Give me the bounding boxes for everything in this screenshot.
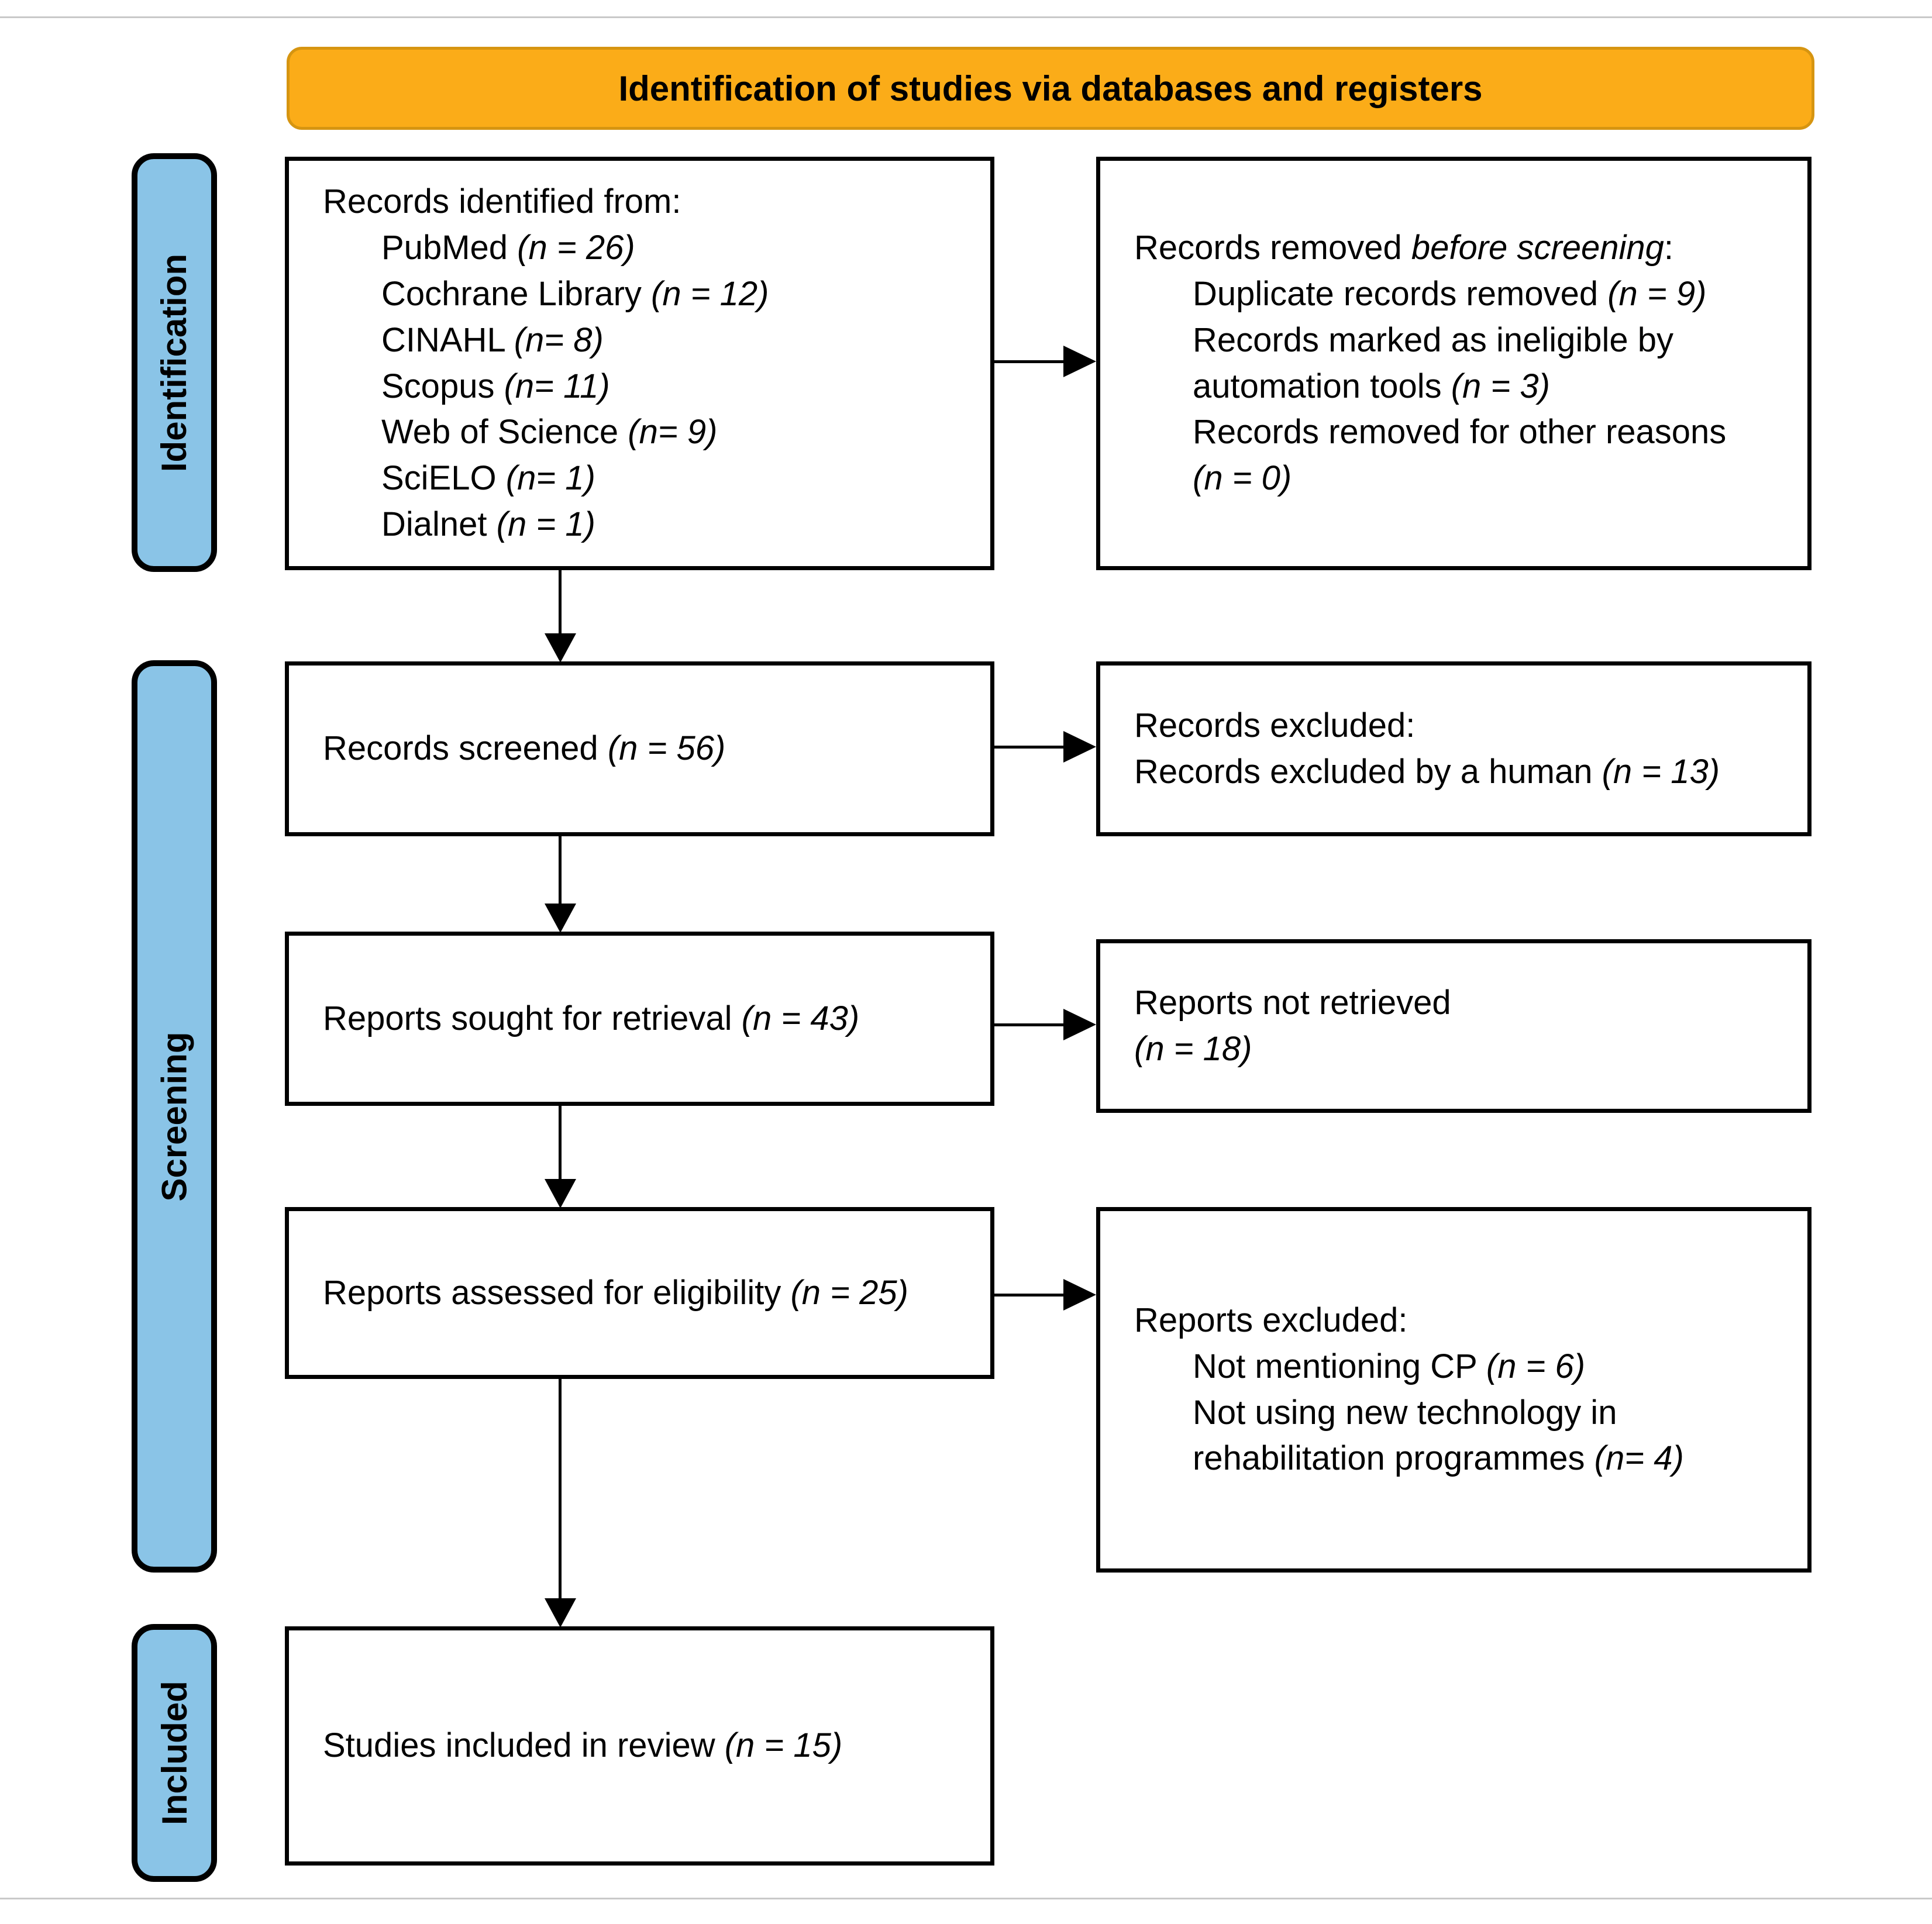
text-line: Reports sought for retrieval (n = 43) [323, 999, 860, 1037]
text-line: Duplicate records removed (n = 9) [1193, 274, 1707, 313]
arrow-head-down-icon [545, 904, 576, 933]
box-reports-sought-for-retrieval: Reports sought for retrieval (n = 43) [285, 932, 994, 1106]
text-line: CINAHL (n= 8) [381, 320, 604, 359]
arrow-shaft [559, 1106, 562, 1181]
text-line: Records marked as ineligible by [1193, 320, 1674, 359]
box-reports-not-retrieved: Reports not retrieved (n = 18) [1096, 939, 1812, 1113]
stage-label-identification: Identification [132, 153, 217, 572]
arrow-shaft [559, 836, 562, 905]
arrow-head-right-icon [1063, 1279, 1096, 1311]
text-line: Cochrane Library (n = 12) [381, 274, 769, 313]
text-line: Records screened (n = 56) [323, 729, 726, 768]
arrow-head-right-icon [1063, 731, 1096, 763]
text-line: Studies included in review (n = 15) [323, 1726, 843, 1765]
arrow-head-right-icon [1063, 1009, 1096, 1040]
text-line: Records removed for other reasons [1193, 413, 1727, 451]
box-records-excluded: Records excluded: Records excluded by a h… [1096, 661, 1812, 836]
box-records-removed-before-screening: Records removed before screening: Duplica… [1096, 157, 1812, 570]
arrow-shaft [559, 570, 562, 636]
arrow-head-down-icon [545, 1179, 576, 1208]
text-line: SciELO (n= 1) [381, 459, 595, 498]
text-line: Not mentioning CP (n = 6) [1193, 1347, 1586, 1385]
banner-title: Identification of studies via databases … [618, 68, 1483, 108]
text-line: Records identified from: [323, 182, 681, 220]
arrow-shaft [994, 1294, 1067, 1297]
text-line: Scopus (n= 11) [381, 367, 610, 405]
arrow-shaft [994, 1023, 1067, 1026]
arrow-shaft [994, 746, 1067, 749]
arrow-head-right-icon [1063, 346, 1096, 377]
arrow-shaft [994, 360, 1067, 363]
text-line: Records removed before screening: [1134, 228, 1674, 267]
text-line: Dialnet (n = 1) [381, 505, 595, 544]
text-line: Reports assessed for eligibility (n = 25… [323, 1273, 908, 1312]
text-line: Web of Science (n= 9) [381, 413, 718, 451]
text-line: (n = 0) [1193, 459, 1292, 498]
box-reports-excluded: Reports excluded: Not mentioning CP (n = … [1096, 1207, 1812, 1573]
box-reports-assessed-for-eligibility: Reports assessed for eligibility (n = 25… [285, 1207, 994, 1379]
text-line: rehabilitation programmes (n= 4) [1193, 1439, 1684, 1478]
arrow-head-down-icon [545, 1598, 576, 1628]
text-line: Reports not retrieved [1134, 983, 1451, 1022]
text-line: PubMed (n = 26) [381, 228, 635, 267]
stage-label-screening: Screening [132, 660, 217, 1573]
stage-label-included: Included [132, 1624, 217, 1882]
text-line: Records excluded by a human (n = 13) [1134, 752, 1720, 791]
box-records-screened: Records screened (n = 56) [285, 661, 994, 836]
arrow-head-down-icon [545, 633, 576, 663]
banner-identification-of-studies: Identification of studies via databases … [287, 47, 1814, 130]
box-studies-included-in-review: Studies included in review (n = 15) [285, 1626, 994, 1866]
text-line: automation tools (n = 3) [1193, 367, 1550, 405]
text-line: Records excluded: [1134, 706, 1416, 744]
text-line: (n = 18) [1134, 1029, 1252, 1068]
arrow-shaft [559, 1379, 562, 1601]
box-records-identified: Records identified from: PubMed (n = 26) C… [285, 157, 994, 570]
text-line: Not using new technology in [1193, 1393, 1617, 1432]
page-bottom-divider [0, 1898, 1932, 1899]
page-top-divider [0, 16, 1932, 18]
text-line: Reports excluded: [1134, 1301, 1408, 1339]
